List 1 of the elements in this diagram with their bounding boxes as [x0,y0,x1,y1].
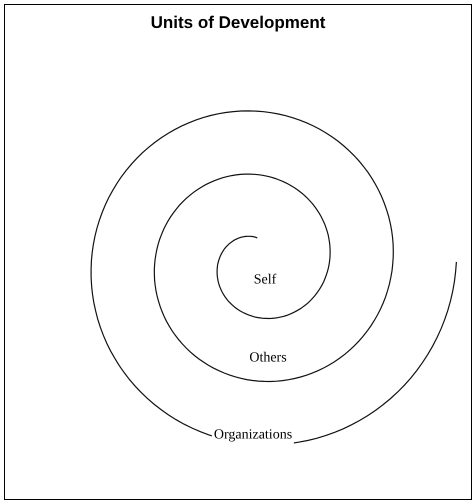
title: Units of Development [150,12,326,34]
